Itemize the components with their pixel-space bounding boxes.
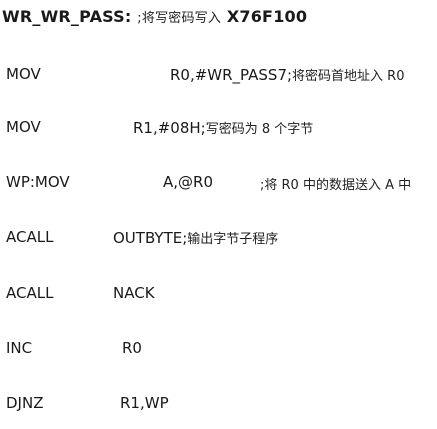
- code-line: MOV R1,#08H;写密码为 8 个字节: [0, 118, 437, 142]
- mnemonic: MOV: [6, 65, 41, 83]
- line-comment: 写密码为 8 个字节: [205, 122, 314, 137]
- mnemonic: MOV: [6, 118, 41, 136]
- mnemonic: ACALL: [6, 228, 54, 246]
- operand: NACK: [113, 284, 155, 302]
- mnemonic: INC: [6, 339, 33, 357]
- routine-comment: ;将写密码写入: [137, 11, 222, 26]
- code-line: ACALL NACK: [0, 284, 437, 308]
- mnemonic: DJNZ: [6, 394, 44, 412]
- routine-address: X76F100: [226, 7, 308, 26]
- mnemonic: ACALL: [6, 284, 54, 302]
- mnemonic: WP:MOV: [6, 173, 70, 191]
- code-line: INC R0: [0, 339, 437, 363]
- routine-header: WR_WR_PASS: ;将写密码写入 X76F100: [2, 7, 307, 26]
- operand: R1,#08H;: [133, 119, 206, 137]
- routine-label: WR_WR_PASS:: [2, 7, 132, 26]
- operand: R0: [122, 339, 142, 357]
- code-line: ACALL OUTBYTE;输出字节子程序: [0, 228, 437, 252]
- code-line: MOV R0,#WR_PASS7;将密码首地址入 R0: [0, 65, 437, 89]
- code-line: DJNZ R1,WP: [0, 394, 437, 418]
- line-comment: 将密码首地址入 R0: [292, 69, 405, 84]
- code-line: WP:MOV A,@R0 ;将 R0 中的数据送入 A 中: [0, 173, 437, 197]
- operand: A,@R0: [163, 173, 213, 191]
- line-comment: ;将 R0 中的数据送入 A 中: [260, 178, 412, 193]
- operand: OUTBYTE;: [113, 229, 188, 247]
- line-comment: 输出字节子程序: [187, 232, 279, 247]
- operand: R1,WP: [120, 394, 169, 412]
- operand: R0,#WR_PASS7;: [170, 66, 293, 84]
